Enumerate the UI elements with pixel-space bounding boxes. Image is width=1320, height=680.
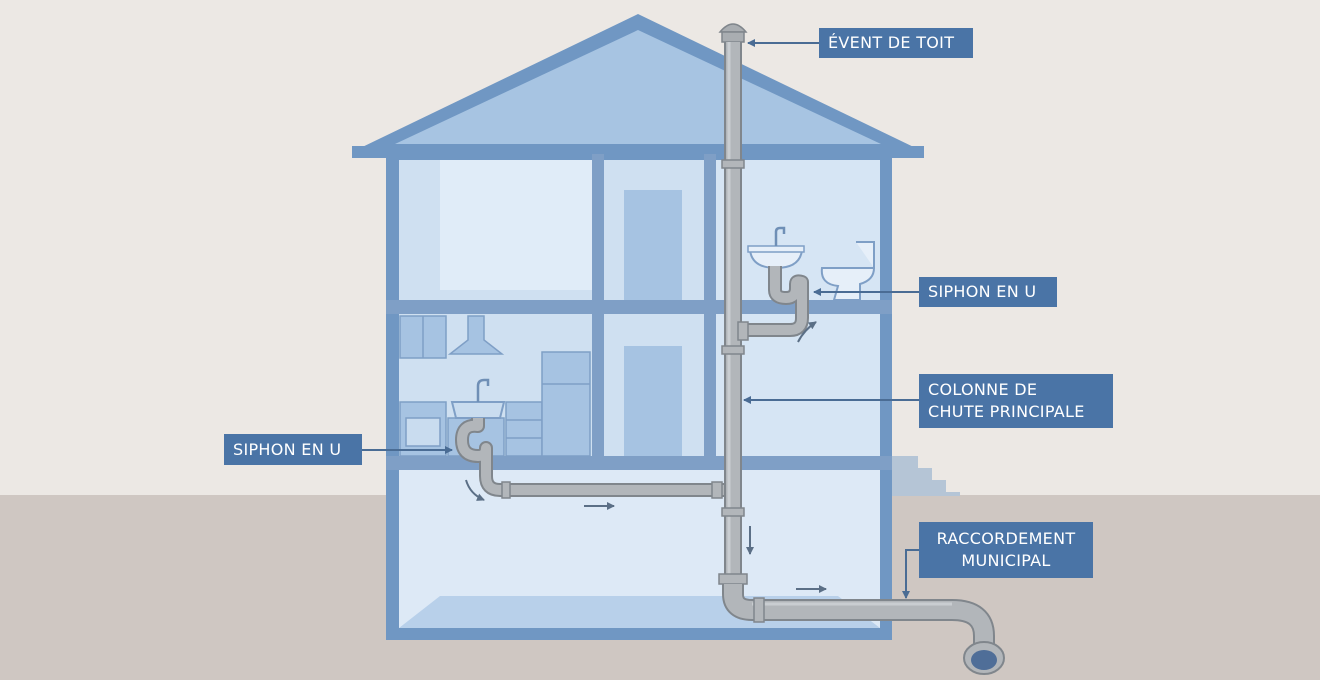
wall-divider-a [592, 154, 604, 456]
refrigerator [541, 351, 591, 457]
bathroom-faucet-icon [774, 226, 786, 246]
flow-arrows [465, 321, 827, 593]
wall-divider-b [704, 154, 716, 456]
roof-inner [395, 30, 881, 144]
main-stack-label-line1: COLONNE DE [928, 380, 1038, 399]
pipe-couplings [718, 159, 748, 585]
upper-trap-pipe [742, 266, 809, 337]
middle-door [624, 346, 682, 456]
roof-vent-label-text: ÉVENT DE TOIT [828, 33, 955, 52]
upper-trap-label: SIPHON EN U [919, 277, 1057, 307]
roof-vent-label: ÉVENT DE TOIT [819, 28, 973, 58]
kitchen-faucet-icon [476, 378, 490, 402]
callout-leaders [362, 39, 919, 599]
municipal-label-line1: RACCORDEMENT [936, 529, 1076, 548]
exterior-steps [892, 456, 960, 496]
main-stack-label: COLONNE DE CHUTE PRINCIPALE [919, 374, 1113, 428]
roof-vent-cap [718, 23, 748, 33]
upper-room-left-light [440, 160, 592, 290]
drawers [505, 401, 543, 457]
sewer-lateral-pipe [722, 583, 995, 648]
lower-trap-pipe [455, 418, 724, 497]
upper-door [624, 190, 682, 300]
leader-municipal [902, 549, 919, 599]
main-stack-pipe [724, 42, 742, 592]
middle-floor-slab [386, 456, 892, 470]
lower-trap-label-text: SIPHON EN U [233, 439, 342, 459]
upper-floor-slab [386, 300, 892, 314]
municipal-label-line2: MUNICIPAL [961, 551, 1051, 570]
range-hood [447, 315, 505, 355]
toilet-icon [820, 241, 875, 301]
municipal-connection-label: RACCORDEMENT MUNICIPAL [919, 522, 1093, 578]
main-stack-label-line2: CHUTE PRINCIPALE [928, 402, 1085, 421]
lower-trap-label: SIPHON EN U [224, 434, 362, 465]
kitchen-sink [450, 401, 506, 419]
upper-trap-label-text: SIPHON EN U [928, 282, 1037, 301]
